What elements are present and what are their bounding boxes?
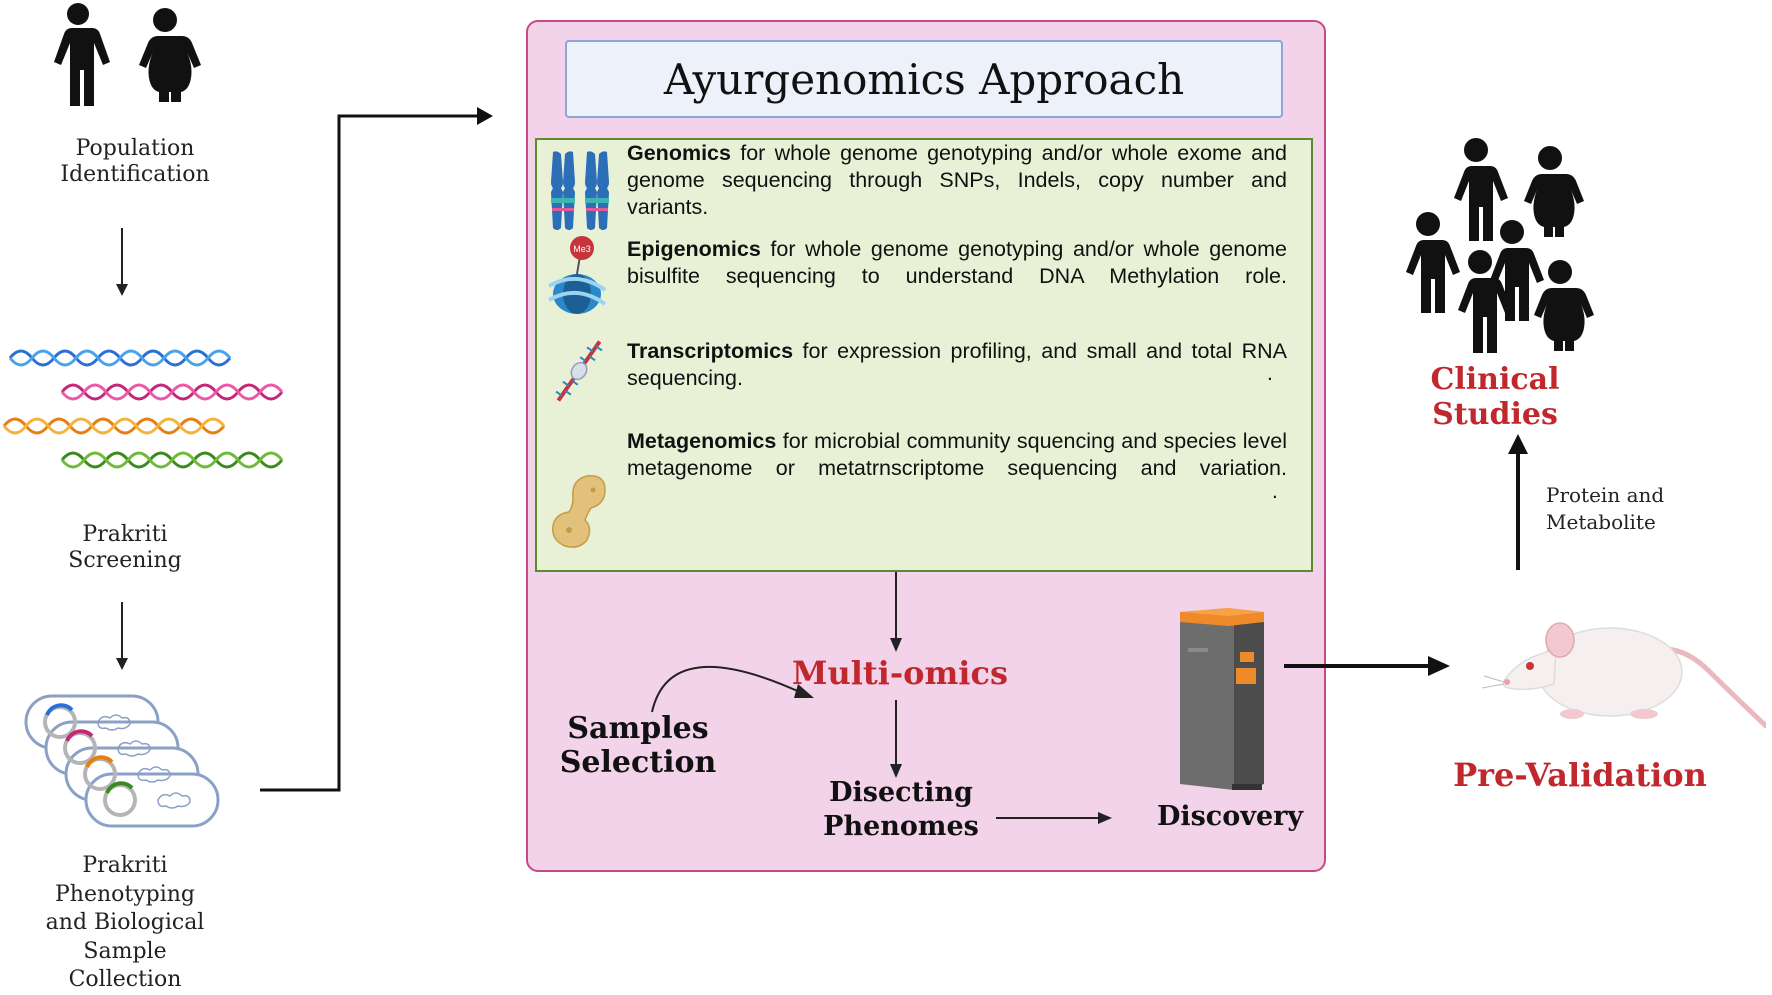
transcriptomics-desc: for expression profiling, and small and … [627,339,1287,390]
epigenomics-name: Epigenomics [627,237,761,261]
population-icon [54,3,201,106]
methyl-tag: Me3 [573,244,591,254]
samples-selection-label: Samples Selection [559,711,717,780]
nucleosome-icon: Me3 [548,236,607,314]
metagenomics-text: Metagenomics for microbial community squ… [627,428,1287,482]
phenotyping-label: Prakriti Phenotyping and Biological Samp… [45,853,205,992]
omics-panel: Genomics for whole genome genotyping and… [535,138,1313,572]
transcriptomics-name: Transcriptomics [627,339,794,363]
right-arrow [996,812,1112,824]
down-arrow [116,602,128,670]
discovery-label: Discovery [1156,801,1304,832]
metagenomics-trailing: . [1272,480,1278,503]
transcriptomics-trailing: . [1267,362,1273,385]
petri-dishes-icon [24,694,220,828]
transcriptomics-text: Transcriptomics for expression profiling… [627,338,1287,392]
microbe-icon [552,475,606,548]
protein-metabolite-label: Protein and Metabolite [1546,483,1665,534]
sequencer-icon [1180,608,1264,790]
chromosome-icon [551,151,609,230]
disecting-phenomes-label: Disecting Phenomes [823,777,979,842]
metagenomics-name: Metagenomics [627,429,777,453]
people-group-icon [1406,138,1594,353]
epigenomics-text: Epigenomics for whole genome genotyping … [627,236,1287,290]
epigenomics-desc: for whole genome genotyping and/or whole… [627,237,1287,288]
connector-arrow [260,107,493,792]
approach-title: Ayurgenomics Approach [565,40,1283,118]
genomics-text: Genomics for whole genome genotyping and… [627,140,1287,221]
genomics-desc: for whole genome genotyping and/or whole… [627,141,1287,219]
down-arrow [890,572,902,652]
dna-strands-icon [2,349,284,469]
down-arrow [116,228,128,296]
metagenomics-desc: for microbial community squencing and sp… [627,429,1287,480]
up-arrow [1508,434,1528,570]
prakriti-screening-label: Prakriti Screening [68,522,182,573]
population-label: Population Identification [60,136,210,187]
right-arrow [1284,656,1450,676]
genomics-name: Genomics [627,141,731,165]
pre-validation-label: Pre-Validation [1453,756,1707,794]
down-arrow [890,700,902,778]
curved-arrow [651,666,814,713]
rna-strand-icon [555,340,603,402]
mouse-icon [1481,622,1766,729]
clinical-studies-label: Clinical Studies [1430,362,1560,432]
multi-omics-label: Multi-omics [792,654,1008,692]
